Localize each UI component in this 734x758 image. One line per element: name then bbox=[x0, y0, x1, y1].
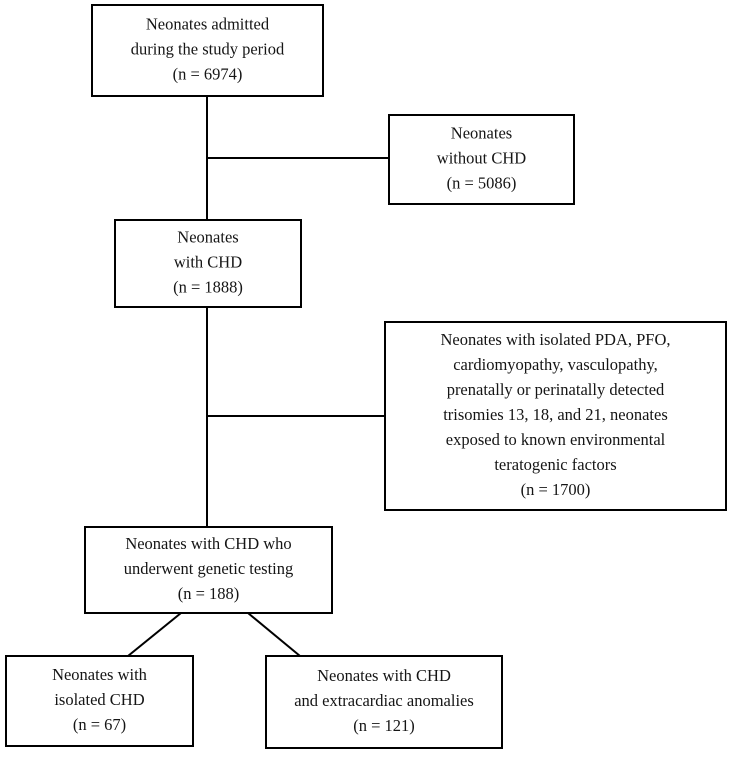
genetic-testing-box-line-0: Neonates with CHD who bbox=[125, 534, 291, 553]
neonates-without-chd-box-line-1: without CHD bbox=[437, 148, 526, 167]
excluded-neonates-box-line-5: teratogenic factors bbox=[494, 455, 616, 474]
neonates-admitted-box-label: Neonates admitted during the study period… bbox=[131, 14, 285, 83]
isolated-chd-box: Neonates with isolated CHD (n = 67) bbox=[5, 655, 194, 747]
neonates-without-chd-box-label: Neonates without CHD (n = 5086) bbox=[437, 123, 526, 192]
neonates-admitted-box-rect bbox=[91, 4, 324, 97]
extracardiac-anomalies-box-label: Neonates with CHD and extracardiac anomal… bbox=[294, 666, 474, 735]
neonates-with-chd-box-rect bbox=[114, 219, 302, 308]
neonates-with-chd-box-line-0: Neonates bbox=[177, 227, 238, 246]
excluded-neonates-box-line-0: Neonates with isolated PDA, PFO, bbox=[440, 330, 670, 349]
excluded-neonates-box: Neonates with isolated PDA, PFO, cardiomy… bbox=[384, 321, 727, 511]
excluded-neonates-box-rect bbox=[384, 321, 727, 511]
extracardiac-anomalies-box-line-0: Neonates with CHD bbox=[317, 666, 451, 685]
excluded-neonates-box-label: Neonates with isolated PDA, PFO, cardiomy… bbox=[440, 330, 670, 499]
excluded-neonates-box-line-6: (n = 1700) bbox=[521, 480, 591, 499]
neonates-admitted-box-line-0: Neonates admitted bbox=[146, 14, 270, 33]
extracardiac-anomalies-box: Neonates with CHD and extracardiac anomal… bbox=[265, 655, 503, 749]
isolated-chd-box-line-1: isolated CHD bbox=[54, 690, 144, 709]
neonates-with-chd-box: Neonates with CHD (n = 1888) bbox=[114, 219, 302, 308]
isolated-chd-box-rect bbox=[5, 655, 194, 747]
neonates-without-chd-box-line-2: (n = 5086) bbox=[447, 173, 517, 192]
genetic-testing-box-line-1: underwent genetic testing bbox=[124, 559, 294, 578]
isolated-chd-box-label: Neonates with isolated CHD (n = 67) bbox=[52, 665, 148, 734]
node-layer: Neonates admitted during the study period… bbox=[5, 4, 727, 749]
excluded-neonates-box-line-3: trisomies 13, 18, and 21, neonates bbox=[443, 405, 668, 424]
neonates-with-chd-box-line-2: (n = 1888) bbox=[173, 277, 243, 296]
connector-split-to-extracardiac bbox=[247, 612, 301, 657]
neonates-admitted-box-line-1: during the study period bbox=[131, 39, 285, 58]
extracardiac-anomalies-box-line-2: (n = 121) bbox=[353, 716, 415, 735]
genetic-testing-box: Neonates with CHD who underwent genetic t… bbox=[84, 526, 333, 614]
neonates-admitted-box-line-2: (n = 6974) bbox=[173, 64, 243, 83]
connector-layer bbox=[127, 96, 389, 657]
extracardiac-anomalies-box-rect bbox=[265, 655, 503, 749]
neonates-without-chd-box-line-0: Neonates bbox=[451, 123, 512, 142]
genetic-testing-box-rect bbox=[84, 526, 333, 614]
neonates-admitted-box: Neonates admitted during the study period… bbox=[91, 4, 324, 97]
neonates-without-chd-box-rect bbox=[388, 114, 575, 205]
genetic-testing-box-line-2: (n = 188) bbox=[178, 584, 240, 603]
neonates-without-chd-box: Neonates without CHD (n = 5086) bbox=[388, 114, 575, 205]
excluded-neonates-box-line-2: prenatally or perinatally detected bbox=[447, 380, 665, 399]
excluded-neonates-box-line-1: cardiomyopathy, vasculopathy, bbox=[453, 355, 658, 374]
isolated-chd-box-line-2: (n = 67) bbox=[73, 715, 126, 734]
connector-split-to-isolated-chd bbox=[127, 612, 182, 657]
excluded-neonates-box-line-4: exposed to known environmental bbox=[446, 430, 666, 449]
genetic-testing-box-label: Neonates with CHD who underwent genetic t… bbox=[124, 534, 294, 603]
extracardiac-anomalies-box-line-1: and extracardiac anomalies bbox=[294, 691, 474, 710]
isolated-chd-box-line-0: Neonates with bbox=[52, 665, 148, 684]
neonates-with-chd-box-line-1: with CHD bbox=[174, 252, 242, 271]
neonates-with-chd-box-label: Neonates with CHD (n = 1888) bbox=[173, 227, 243, 296]
